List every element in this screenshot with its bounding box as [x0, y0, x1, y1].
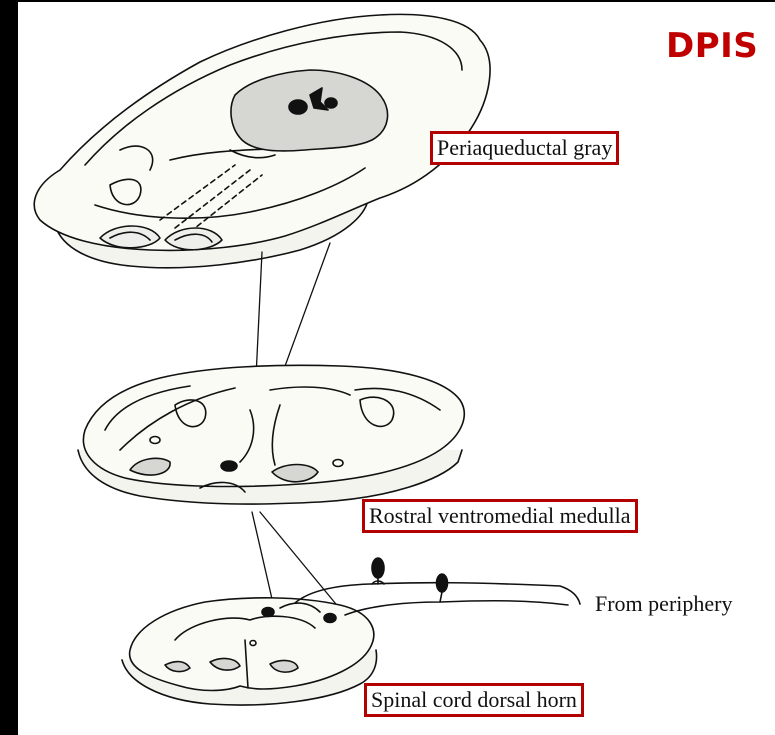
- rostral-ventromedial-medulla-label: Rostral ventromedial medulla: [362, 499, 638, 533]
- periaqueductal-gray-label: Periaqueductal gray: [430, 131, 619, 165]
- peripheral-neuron-cell: [437, 574, 448, 592]
- medulla-section: [78, 365, 464, 504]
- periaqueductal-gray-region: [231, 70, 388, 151]
- diagram-title: DPIS: [666, 26, 758, 66]
- from-periphery-label: From periphery: [595, 591, 732, 617]
- dorsal-root-ganglion-cell: [372, 558, 384, 578]
- rvm-nucleus: [221, 461, 237, 471]
- midbrain-section: [34, 14, 490, 267]
- spinal-cord-section: [122, 598, 377, 705]
- spinal-cord-dorsal-horn-label: Spinal cord dorsal horn: [364, 683, 584, 717]
